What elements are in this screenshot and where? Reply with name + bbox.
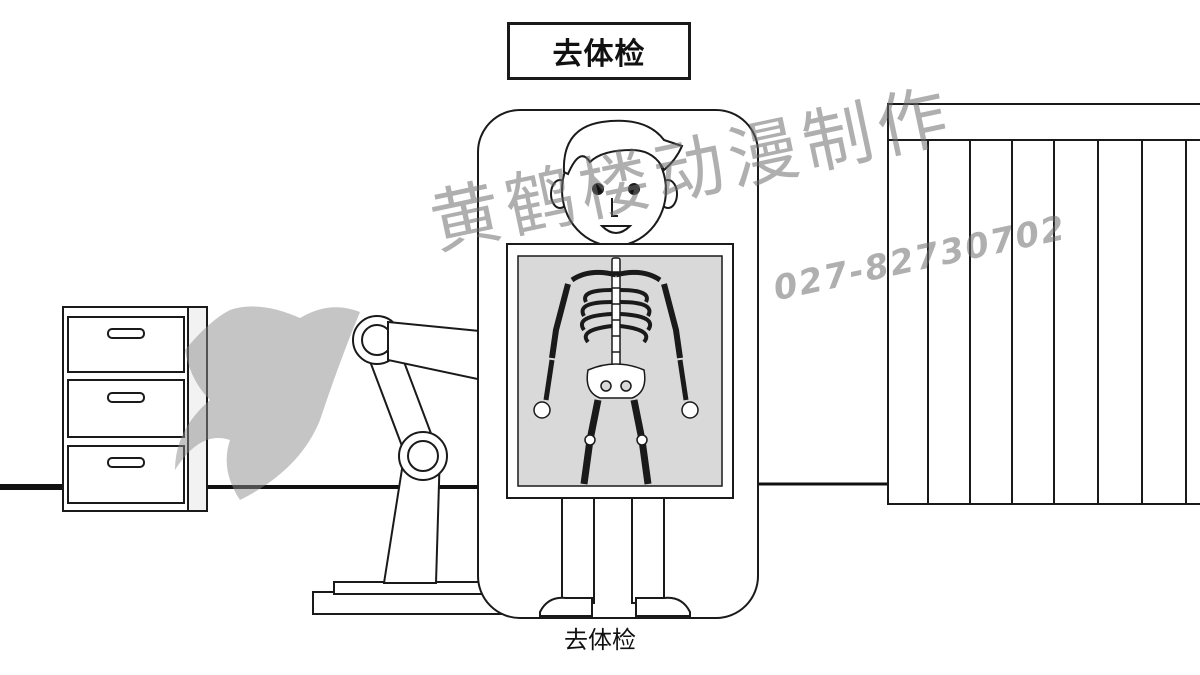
cabinet-drawer bbox=[67, 445, 185, 504]
patient bbox=[539, 119, 691, 617]
privacy-curtain bbox=[887, 103, 1200, 505]
cabinet-drawer bbox=[67, 379, 185, 438]
cabinet-drawer bbox=[67, 316, 185, 373]
watermark-logo bbox=[175, 306, 360, 500]
title-box: 去体检 bbox=[507, 22, 691, 80]
skeleton bbox=[533, 257, 699, 485]
page-title: 去体检 bbox=[552, 37, 646, 72]
filing-cabinet bbox=[62, 306, 208, 512]
subtitle-caption: 去体检 bbox=[564, 626, 636, 654]
robot-arm bbox=[312, 315, 524, 615]
